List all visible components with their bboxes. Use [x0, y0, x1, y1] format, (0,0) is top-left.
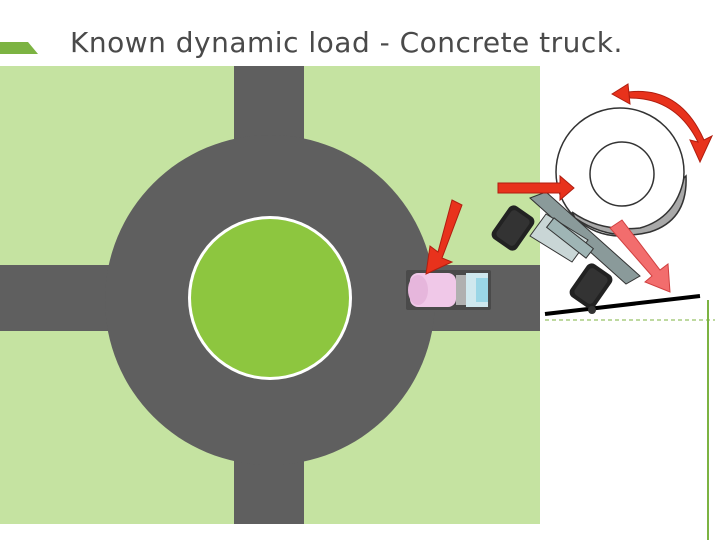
roads: [0, 66, 540, 524]
ground-slope-line: [544, 294, 701, 316]
curved-red-arrow-icon: [611, 83, 714, 164]
red-arrow-icon: [425, 199, 463, 275]
mixer-drum-rear-view: [555, 107, 687, 237]
slide-title: Known dynamic load - Concrete truck.: [70, 26, 623, 59]
title-accent-bar: [0, 42, 38, 54]
wheel-upper: [491, 205, 535, 251]
accent-edge-line: [707, 300, 709, 540]
wheel-lower: [569, 263, 613, 309]
red-arrow-icon: [497, 174, 575, 202]
concrete-truck-icon: [406, 270, 491, 310]
tilted-truck-chassis: [491, 191, 641, 314]
red-arrow-icon: [609, 219, 671, 293]
central-island: [191, 219, 349, 377]
